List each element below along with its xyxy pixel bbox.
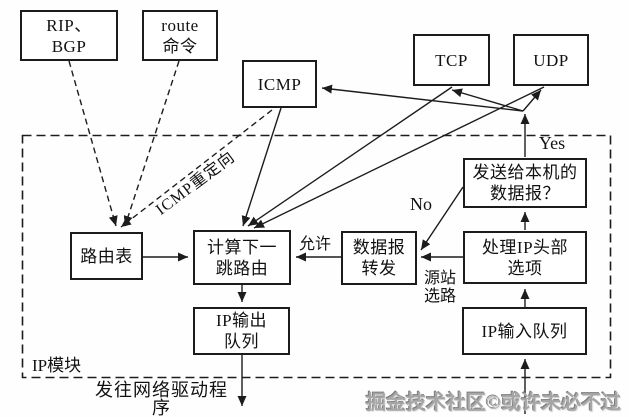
edge-junction-to-udp	[522, 89, 542, 112]
node-compute-next-hop: 计算下一 跳路由	[193, 230, 291, 285]
label-source-routing: 源站 选路	[423, 270, 456, 305]
node-rip-bgp: RIP、 BGP	[20, 10, 118, 61]
label-allow: 允许	[298, 236, 331, 253]
edge-icmp-to-next-hop	[241, 107, 282, 227]
node-route-command: route 命令	[142, 10, 218, 61]
watermark-text: 掘金技术社区©或许未必不过	[366, 392, 621, 414]
edge-tcp-to-next-hop	[247, 86, 453, 227]
node-routing-table: 路由表	[70, 232, 143, 280]
node-ip-input-queue: IP输入队列	[462, 307, 587, 355]
node-datagram-for-this-host: 发送给本机的 数据报？	[463, 158, 587, 208]
node-ip-output-queue: IP输出 队列	[193, 307, 290, 355]
edge-tohost-no-to-forwarding	[420, 186, 464, 251]
label-yes: Yes	[538, 133, 566, 153]
edge-junction-to-icmp	[321, 84, 524, 112]
label-no: No	[410, 194, 432, 214]
edge-udp-to-next-hop	[253, 86, 545, 229]
edge-routecmd-to-routing-table	[123, 60, 180, 227]
label-to-network-driver: 发往网络驱动程序	[95, 380, 228, 417]
node-tcp: TCP	[413, 34, 490, 86]
node-process-ip-header-options: 处理IP头部 选项	[463, 231, 587, 284]
node-icmp: ICMP	[242, 60, 317, 108]
edge-ripbgp-to-routing-table	[68, 60, 118, 227]
ip-module-boundary	[21, 134, 612, 379]
edge-icmp-redirect-to-routing-table	[120, 109, 273, 228]
node-udp: UDP	[513, 34, 589, 86]
edge-junction-to-tcp	[451, 88, 524, 112]
node-datagram-forwarding: 数据报 转发	[341, 231, 417, 285]
label-ip-module: IP模块	[32, 356, 82, 375]
